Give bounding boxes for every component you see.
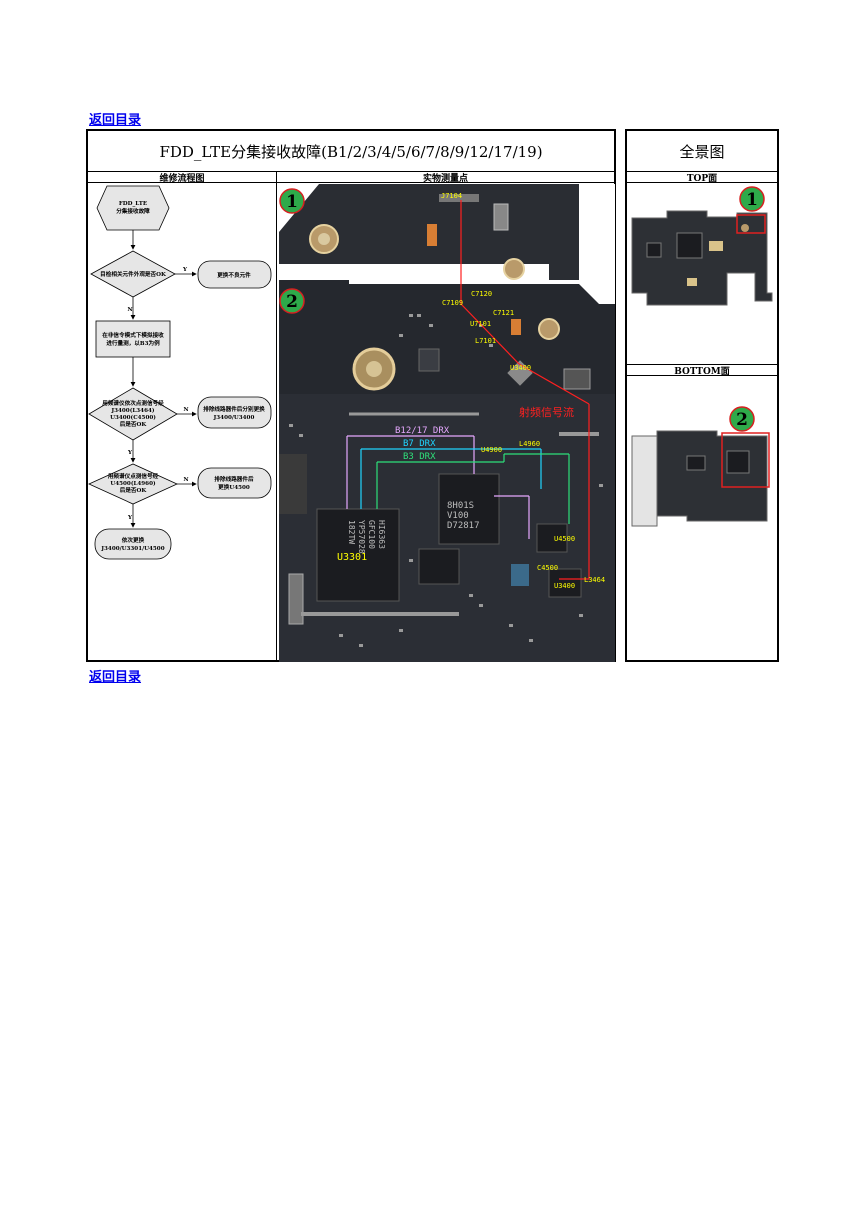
overview-marker-2: 2 — [736, 410, 748, 430]
chip-b-line-1: 8H01S — [447, 501, 474, 511]
label-u7101: U7101 — [470, 320, 491, 328]
label-c7120: C7120 — [471, 290, 492, 298]
action-3-line-2: 更换U4500 — [218, 483, 250, 491]
action-2-line-2: J3400/U3400 — [213, 415, 255, 421]
chip-u3301 — [316, 508, 400, 602]
start-node — [96, 185, 170, 231]
bottom-highlight-box — [721, 432, 770, 488]
decision-3-line-1: 用频谱仪点测信号经 — [107, 472, 159, 480]
chip-b-line-3: D72817 — [447, 521, 480, 531]
process-line-1: 在非信令模式下模拟接收 — [102, 331, 164, 339]
b3-drx-path — [376, 453, 570, 524]
repair-flowchart: FDD_LTE 分集接收故障 目检相关元件外观是否OK Y 更换不良元件 N 在… — [88, 185, 272, 560]
b7-drx-path — [360, 448, 542, 509]
label-u3301: U3301 — [337, 552, 367, 563]
flow-column-header: 维修流程图 — [159, 173, 205, 184]
overview-marker-1: 1 — [746, 190, 758, 210]
end-line-1: 依次更换 — [122, 536, 145, 544]
process-line-2: 进行量测，以B3为例 — [106, 339, 160, 347]
no-label: N — [183, 407, 188, 413]
bottom-side-header: BOTTOM面 — [627, 364, 777, 377]
decision-3-line-2: U4500(L4960) — [110, 480, 156, 487]
bottom-side-overview-image: 2 — [631, 406, 770, 527]
label-l4960: L4960 — [519, 440, 540, 448]
end-line-2: J3400/U3301/U4500 — [100, 546, 164, 552]
yes-label: Y — [127, 515, 133, 521]
page-title: FDD_LTE分集接收故障(B1/2/3/4/5/6/7/8/9/12/17/1… — [159, 142, 543, 161]
action-3-line-1: 排除线路器件后 — [214, 475, 254, 483]
chip-b-line-2: V100 — [447, 511, 469, 521]
decision-2-line-4: 后是否OK — [120, 420, 148, 428]
label-u4900: U4900 — [481, 446, 502, 454]
chip-a-line-3: YP57028 — [357, 520, 366, 554]
label-j7104: J7104 — [441, 192, 462, 200]
label-u3400: U3400 — [554, 582, 575, 590]
photo-column-header: 实物测量点 — [422, 173, 468, 184]
label-u3400-top: U3400 — [510, 364, 531, 372]
marker-2-number: 2 — [286, 292, 298, 312]
label-rf-signal-flow: 射频信号流 — [519, 405, 574, 419]
decision-1-text: 目检相关元件外观是否OK — [100, 270, 167, 278]
marker-1-number: 1 — [286, 192, 298, 212]
start-line-1: FDD_LTE — [119, 201, 147, 207]
yes-label: Y — [182, 267, 188, 273]
overview-title: 全景图 — [679, 142, 725, 161]
label-b3-drx: B3 DRX — [403, 452, 436, 462]
decision-2-line-3: U3400(C4500) — [110, 414, 156, 421]
column-divider — [276, 171, 277, 660]
board-photo: J7104 C7120 C7109 C7121 U7101 L7101 U340… — [279, 184, 615, 662]
chip-a-line-1: HI6363 — [377, 520, 386, 549]
main-panel: FDD_LTE分集接收故障(B1/2/3/4/5/6/7/8/9/12/17/1… — [86, 129, 616, 662]
decision-j3400 — [88, 387, 178, 441]
start-line-2: 分集接收故障 — [116, 207, 150, 215]
top-side-overview-image: 1 — [631, 186, 773, 306]
label-b12-17-drx: B12/17 DRX — [395, 426, 450, 436]
b12-17-drx-path — [346, 435, 530, 539]
label-l7101: L7101 — [475, 337, 496, 345]
action-replace-bad-part — [197, 260, 272, 289]
back-to-contents-link-bottom[interactable]: 返回目录 — [89, 670, 142, 685]
no-label: N — [183, 477, 188, 483]
chip-a-line-4: 182TW — [347, 520, 356, 544]
end-node — [94, 528, 172, 560]
label-b7-drx: B7 DRX — [403, 439, 436, 449]
no-label: N — [127, 307, 132, 313]
action-replace-j3400-u3400 — [197, 396, 272, 429]
top-side-header: TOP面 — [627, 171, 777, 184]
overview-panel: 全景图 TOP面 1 BOTTOM面 2 — [625, 129, 779, 662]
chip-8h01s — [438, 473, 500, 545]
marker-1: 1 — [279, 188, 305, 214]
rf-signal-path — [460, 200, 590, 580]
decision-2-line-1: 用频谱仪依次点测信号经 — [101, 399, 164, 407]
column-header-row: 维修流程图 实物测量点 — [88, 171, 614, 184]
action-replace-u4500 — [197, 467, 272, 499]
process-measure — [95, 320, 171, 358]
label-c4500: C4500 — [537, 564, 558, 572]
label-c7121: C7121 — [493, 309, 514, 317]
label-l3464: L3464 — [584, 576, 605, 584]
chip-a-line-2: GFC100 — [367, 520, 376, 549]
yes-label: Y — [127, 450, 133, 456]
label-u4500: U4500 — [554, 535, 575, 543]
top-highlight-box — [736, 214, 766, 234]
decision-2-line-2: J3400(L3464) — [110, 407, 154, 414]
action-2-line-1: 排除线路器件后分别更换 — [203, 405, 265, 413]
back-to-contents-link-top[interactable]: 返回目录 — [89, 113, 142, 128]
marker-2: 2 — [279, 288, 305, 314]
action-1-text: 更换不良元件 — [217, 271, 251, 279]
label-c7109: C7109 — [442, 299, 463, 307]
decision-3-line-3: 后是否OK — [120, 486, 148, 494]
